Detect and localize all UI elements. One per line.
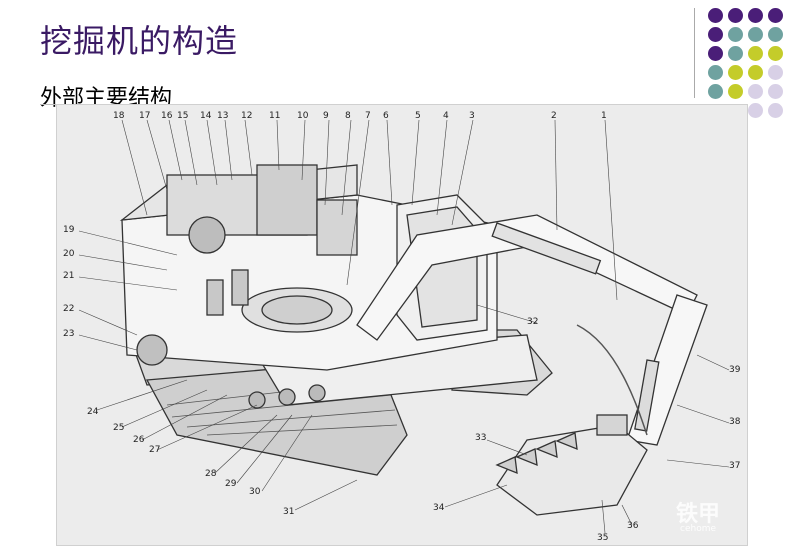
decor-dot: [768, 27, 783, 42]
decor-dot: [748, 27, 763, 42]
callout-16: 16: [161, 111, 173, 121]
callout-6: 6: [383, 111, 389, 121]
callout-25: 25: [113, 423, 125, 433]
decor-dot: [768, 65, 783, 80]
callout-26: 26: [133, 435, 145, 445]
callout-33: 33: [475, 433, 487, 443]
callout-23: 23: [63, 329, 75, 339]
callout-15: 15: [177, 111, 189, 121]
decor-dot: [708, 84, 723, 99]
watermark-logo: 铁甲: [676, 502, 721, 527]
callout-14: 14: [200, 111, 212, 121]
decor-dot: [728, 65, 743, 80]
callout-35: 35: [597, 533, 609, 543]
callout-19: 19: [63, 225, 75, 235]
callout-10: 10: [297, 111, 309, 121]
decor-dot: [768, 84, 783, 99]
callout-3: 3: [469, 111, 475, 121]
callout-21: 21: [63, 271, 75, 281]
decor-dot: [728, 8, 743, 23]
callout-28: 28: [205, 469, 217, 479]
decor-dot: [708, 65, 723, 80]
decor-dot: [708, 27, 723, 42]
decor-dot: [748, 8, 763, 23]
callout-9: 9: [323, 111, 329, 121]
callout-32: 32: [527, 317, 539, 327]
decor-dot: [768, 103, 783, 118]
decor-dot-grid: [700, 6, 800, 126]
callout-11: 11: [269, 111, 281, 121]
slide-title: 挖掘机的构造: [40, 22, 239, 60]
decor-dot: [748, 84, 763, 99]
decor-vertical-line: [694, 8, 695, 98]
callout-2: 2: [551, 111, 557, 121]
callout-8: 8: [345, 111, 351, 121]
watermark-site: cehome: [680, 524, 716, 534]
callout-29: 29: [225, 479, 237, 489]
excavator-diagram: 18 17 16 15 14 13 12 11 10 9 8 7 6 5 4 3…: [56, 104, 748, 546]
callout-13: 13: [217, 111, 229, 121]
callout-36: 36: [627, 521, 639, 531]
callout-30: 30: [249, 487, 261, 497]
decor-dot: [728, 46, 743, 61]
decor-dot: [728, 84, 743, 99]
decor-dot: [768, 8, 783, 23]
callout-31: 31: [283, 507, 295, 517]
callout-34: 34: [433, 503, 445, 513]
decor-dot: [748, 65, 763, 80]
callout-20: 20: [63, 249, 75, 259]
callout-17: 17: [139, 111, 151, 121]
decor-dot: [708, 8, 723, 23]
callout-37: 37: [729, 461, 741, 471]
callout-1: 1: [601, 111, 607, 121]
decor-dot: [748, 46, 763, 61]
decor-dot: [708, 46, 723, 61]
callout-5: 5: [415, 111, 421, 121]
callout-22: 22: [63, 304, 75, 314]
callout-24: 24: [87, 407, 99, 417]
callout-39: 39: [729, 365, 741, 375]
decor-dot: [768, 46, 783, 61]
callout-7: 7: [365, 111, 371, 121]
callout-4: 4: [443, 111, 449, 121]
decor-dot: [728, 27, 743, 42]
callout-38: 38: [729, 417, 741, 427]
excavator-drawing: [78, 119, 730, 534]
callout-18: 18: [113, 111, 125, 121]
callout-27: 27: [149, 445, 161, 455]
callout-12: 12: [241, 111, 253, 121]
decor-dot: [748, 103, 763, 118]
